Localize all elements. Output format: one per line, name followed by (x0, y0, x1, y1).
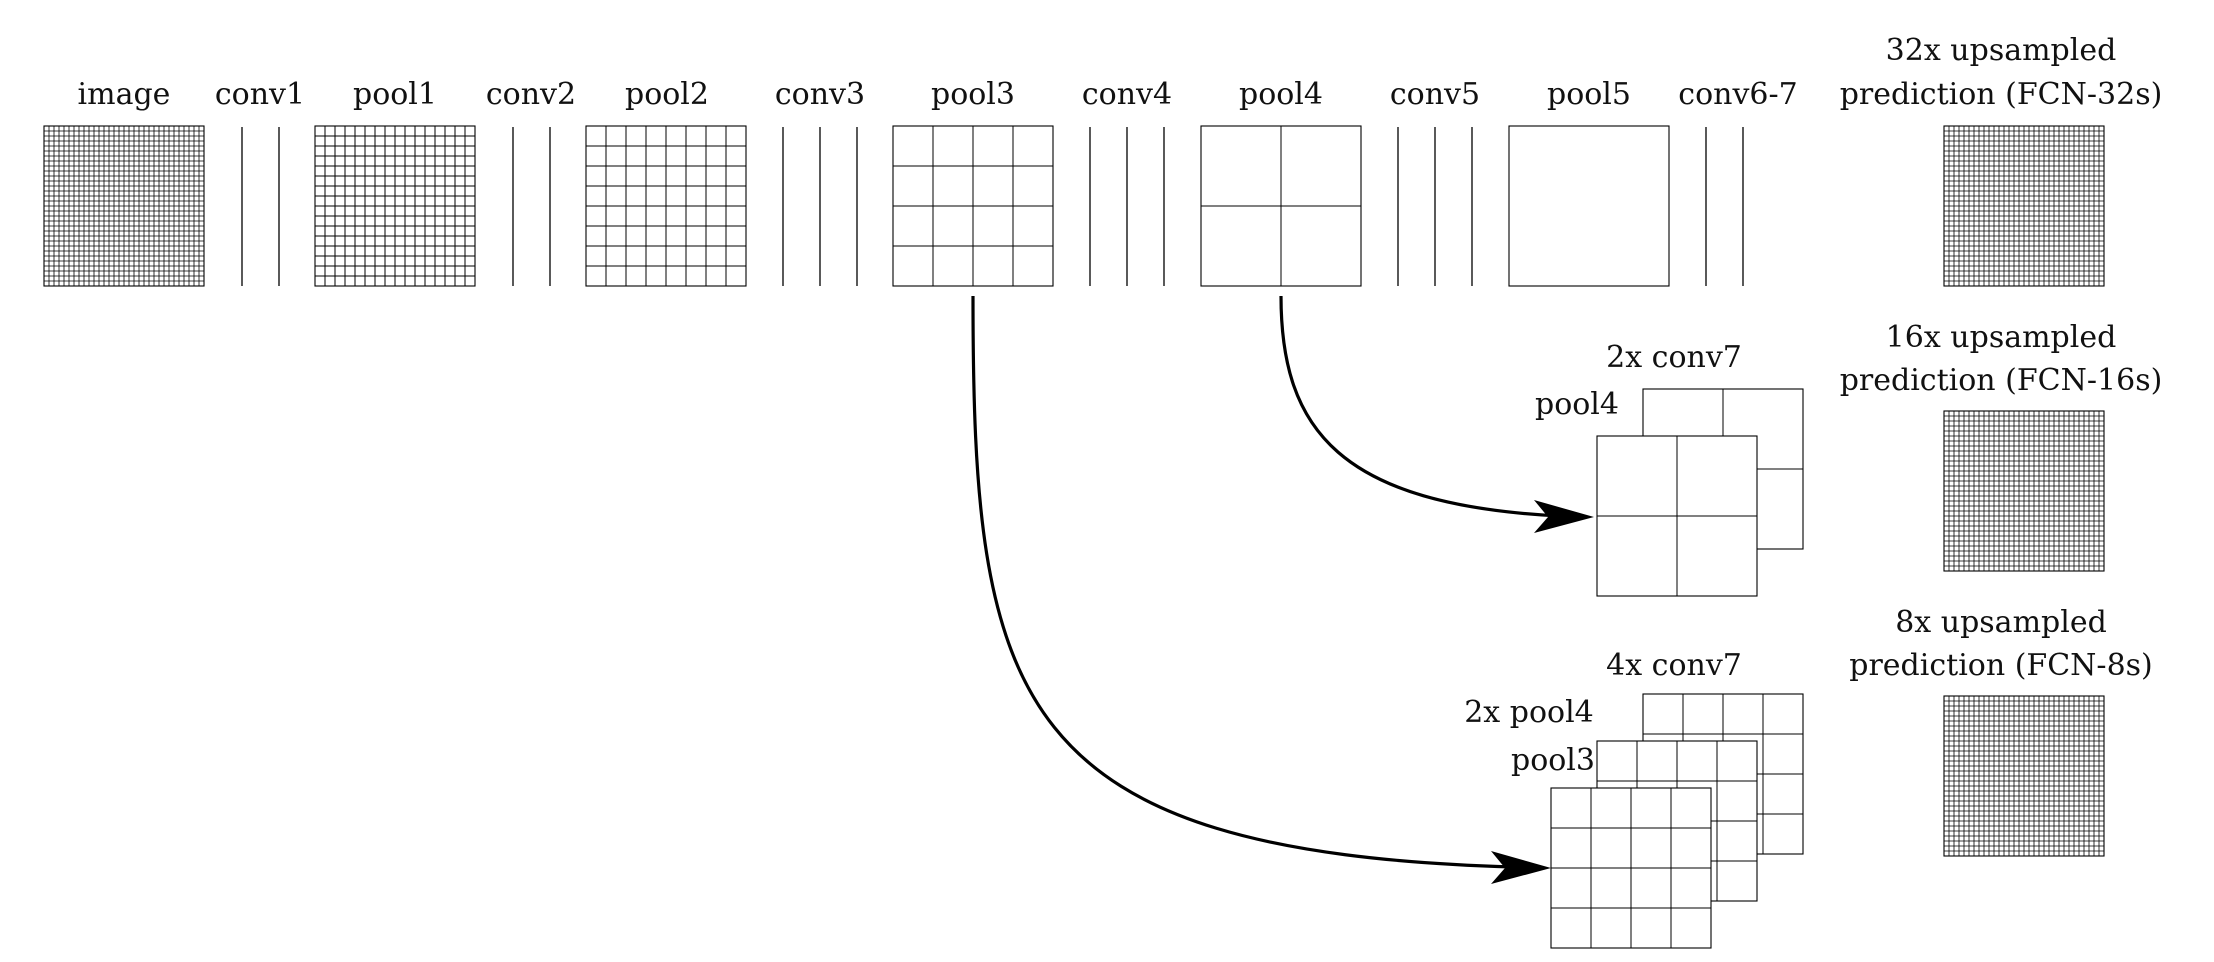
label-conv3: conv3 (775, 77, 865, 112)
fusion8-pool3-grid (1550, 787, 1712, 949)
label-pool1: pool1 (353, 77, 437, 112)
pool4-grid (1200, 125, 1362, 287)
conv5-layers (1397, 127, 1473, 286)
pool3-grid (892, 125, 1054, 287)
label-fusion8-pool3: pool3 (1511, 743, 1595, 778)
label-2x-pool4: 2x pool4 (1464, 695, 1594, 730)
label-pool3: pool3 (931, 77, 1015, 112)
conv4-layers (1089, 127, 1165, 286)
label-conv1: conv1 (215, 77, 305, 112)
pool4-skip-arrowhead (1534, 500, 1594, 533)
prediction-fcn8s-grid (1943, 695, 2105, 857)
label-32x-line1: 32x upsampled (1886, 33, 2117, 68)
grid-border (1508, 125, 1670, 287)
pool5-grid (1508, 125, 1670, 287)
label-conv4: conv4 (1082, 77, 1172, 112)
label-conv5: conv5 (1390, 77, 1480, 112)
prediction-fcn16s-grid (1943, 410, 2105, 572)
conv1-layers (241, 127, 280, 286)
pool1-grid (314, 125, 476, 287)
label-4x-conv7: 4x conv7 (1606, 648, 1742, 683)
pool3-skip-arrow (971, 295, 1514, 869)
conv6-7-layers (1705, 127, 1744, 286)
label-image: image (78, 77, 171, 112)
prediction-fcn32s-grid (1943, 125, 2105, 287)
conv3-layers (782, 127, 858, 286)
label-conv2: conv2 (486, 77, 576, 112)
label-16x-line2: prediction (FCN-16s) (1840, 363, 2163, 398)
conv2-layers (512, 127, 551, 286)
label-2x-conv7: 2x conv7 (1606, 340, 1742, 375)
pool2-grid (585, 125, 747, 287)
label-pool4: pool4 (1239, 77, 1323, 112)
label-pool5: pool5 (1547, 77, 1631, 112)
image-grid (43, 125, 205, 287)
label-pool2: pool2 (625, 77, 709, 112)
label-fusion16-pool4: pool4 (1535, 387, 1619, 422)
label-16x-line1: 16x upsampled (1886, 320, 2117, 355)
fusion16-pool4-grid (1596, 435, 1758, 597)
label-8x-line1: 8x upsampled (1895, 605, 2107, 640)
label-conv6-7: conv6-7 (1678, 77, 1797, 112)
label-32x-line2: prediction (FCN-32s) (1840, 77, 2163, 112)
pool3-skip-arrowhead (1491, 851, 1551, 884)
pool4-skip-arrow (1279, 295, 1561, 518)
label-8x-line2: prediction (FCN-8s) (1849, 648, 2153, 683)
